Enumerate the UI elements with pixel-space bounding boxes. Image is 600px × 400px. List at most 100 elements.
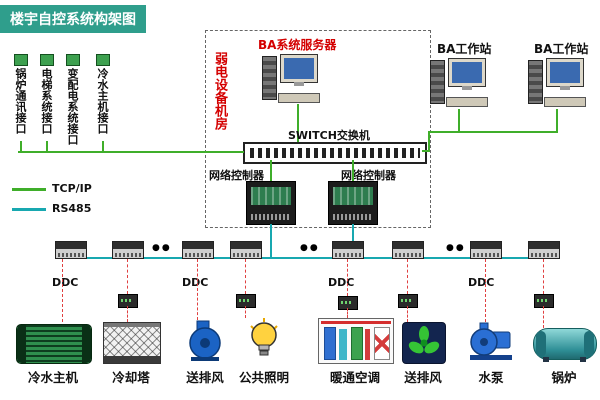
signal-drop-boiler-b xyxy=(543,306,544,328)
computer-tower-icon xyxy=(430,60,445,104)
equipment-room-box xyxy=(205,30,431,228)
interface-node-icon xyxy=(14,54,28,66)
interface-node-icon xyxy=(96,54,110,66)
cooling-tower-icon xyxy=(103,322,161,364)
computer-tower-icon xyxy=(528,60,543,104)
ddc-controller-icon xyxy=(112,241,144,259)
computer-tower-icon xyxy=(262,56,277,100)
io-module-icon xyxy=(338,296,358,310)
signal-drop-fan2-b xyxy=(407,306,408,322)
network-controller-1-icon xyxy=(246,181,296,225)
interface-bus-line xyxy=(18,151,244,153)
switch-label: SWITCH交换机 xyxy=(288,129,370,142)
signal-drop-boiler-a xyxy=(543,259,544,294)
boiler-leg-icon xyxy=(543,357,549,362)
controller-board-icon xyxy=(333,187,373,205)
signal-drop-chiller xyxy=(62,259,63,322)
controller-pins-icon xyxy=(251,214,291,220)
legend-tcpip-line xyxy=(12,188,46,191)
equipment-label-fan2: 送排风 xyxy=(404,370,442,385)
page-title: 楼宇自控系统构架图 xyxy=(0,5,146,33)
workstation-2-computer-icon xyxy=(528,56,586,108)
monitor-stand-icon xyxy=(560,86,570,90)
switch-to-controller1-line xyxy=(270,160,272,181)
legend-rs485-line xyxy=(12,208,46,211)
equipment-label-cooling-tower: 冷却塔 xyxy=(112,370,150,385)
computer-screen-icon xyxy=(284,58,314,79)
network-controller-2-icon xyxy=(328,181,378,225)
signal-drop-lighting-a xyxy=(245,259,246,294)
bus-continuation-dots: ●● xyxy=(152,243,172,253)
equipment-room-label: 弱电设备机房 xyxy=(212,52,227,130)
equipment-label-chiller: 冷水主机 xyxy=(27,370,78,385)
interface-label-power-distribution: 变配电系统接口 xyxy=(66,68,79,145)
switch-ports-icon xyxy=(250,148,420,158)
workstation1-drop-line xyxy=(458,109,460,132)
controller-pins-icon xyxy=(333,214,373,220)
io-module-icon xyxy=(118,294,138,308)
workstation-1-computer-icon xyxy=(430,56,488,108)
interface-node-icon xyxy=(66,54,80,66)
controller-board-icon xyxy=(251,187,291,205)
server-to-switch-line xyxy=(297,104,299,142)
computer-keyboard-icon xyxy=(544,97,586,107)
ddc-label: DDC xyxy=(468,276,495,289)
computer-screen-icon xyxy=(452,62,482,83)
signal-drop-lighting-b xyxy=(245,306,246,318)
signal-drop-fan1 xyxy=(197,259,198,320)
io-module-icon xyxy=(534,294,554,308)
computer-screen-icon xyxy=(550,62,580,83)
ba-server-computer-icon xyxy=(262,52,320,104)
monitor-stand-icon xyxy=(462,86,472,90)
chiller-icon xyxy=(16,324,92,364)
interface2-drop-line xyxy=(46,141,48,152)
interface-node-icon xyxy=(40,54,54,66)
ddc-label: DDC xyxy=(182,276,209,289)
exhaust-fan-icon xyxy=(402,322,446,364)
workstation-bus-to-switch-line xyxy=(428,131,430,152)
bus-continuation-dots: ●● xyxy=(446,243,466,253)
ddc-controller-icon xyxy=(470,241,502,259)
ddc-label: DDC xyxy=(52,276,79,289)
computer-monitor-icon xyxy=(546,58,584,87)
signal-drop-hvac-a xyxy=(347,259,348,296)
workstation2-drop-line xyxy=(556,109,558,132)
supply-exhaust-fan-icon xyxy=(189,320,221,361)
workstation-2-label: BA工作站 xyxy=(534,42,589,56)
water-pump-icon xyxy=(470,322,512,360)
bus-continuation-dots: ●● xyxy=(300,243,320,253)
monitor-stand-icon xyxy=(294,82,304,86)
signal-drop-fan2-a xyxy=(407,259,408,294)
light-bulb-icon xyxy=(250,318,278,356)
network-controller-1-label: 网络控制器 xyxy=(209,169,264,182)
ddc-controller-icon xyxy=(182,241,214,259)
ddc-controller-icon xyxy=(332,241,364,259)
boiler-icon xyxy=(533,328,597,360)
interface-label-elevator: 电梯系统接口 xyxy=(40,68,53,134)
legend-rs485-label: RS485 xyxy=(52,202,92,215)
rs485-bus-line xyxy=(55,257,558,259)
interface-label-boiler-comm: 锅炉通讯接口 xyxy=(14,68,27,134)
switch-right-connector-line xyxy=(422,150,430,152)
workstation-1-label: BA工作站 xyxy=(437,42,492,56)
computer-keyboard-icon xyxy=(446,97,488,107)
computer-monitor-icon xyxy=(280,54,318,83)
switch-to-controller2-line xyxy=(352,160,354,181)
legend-tcpip-label: TCP/IP xyxy=(52,182,92,195)
interface-label-chiller: 冷水主机接口 xyxy=(96,68,109,134)
hvac-unit-icon xyxy=(318,318,394,364)
interface4-drop-line xyxy=(102,141,104,152)
signal-drop-tower-a xyxy=(127,259,128,294)
signal-drop-hvac-b xyxy=(347,308,348,318)
interface1-drop-line xyxy=(20,141,22,152)
computer-monitor-icon xyxy=(448,58,486,87)
computer-keyboard-icon xyxy=(278,93,320,103)
signal-drop-tower-b xyxy=(127,306,128,322)
workstation-bus-line xyxy=(428,131,558,133)
boiler-leg-icon xyxy=(580,357,586,362)
ba-server-label: BA系统服务器 xyxy=(258,38,337,52)
io-module-icon xyxy=(236,294,256,308)
ddc-controller-icon xyxy=(230,241,262,259)
equipment-label-fan1: 送排风 xyxy=(186,370,224,385)
